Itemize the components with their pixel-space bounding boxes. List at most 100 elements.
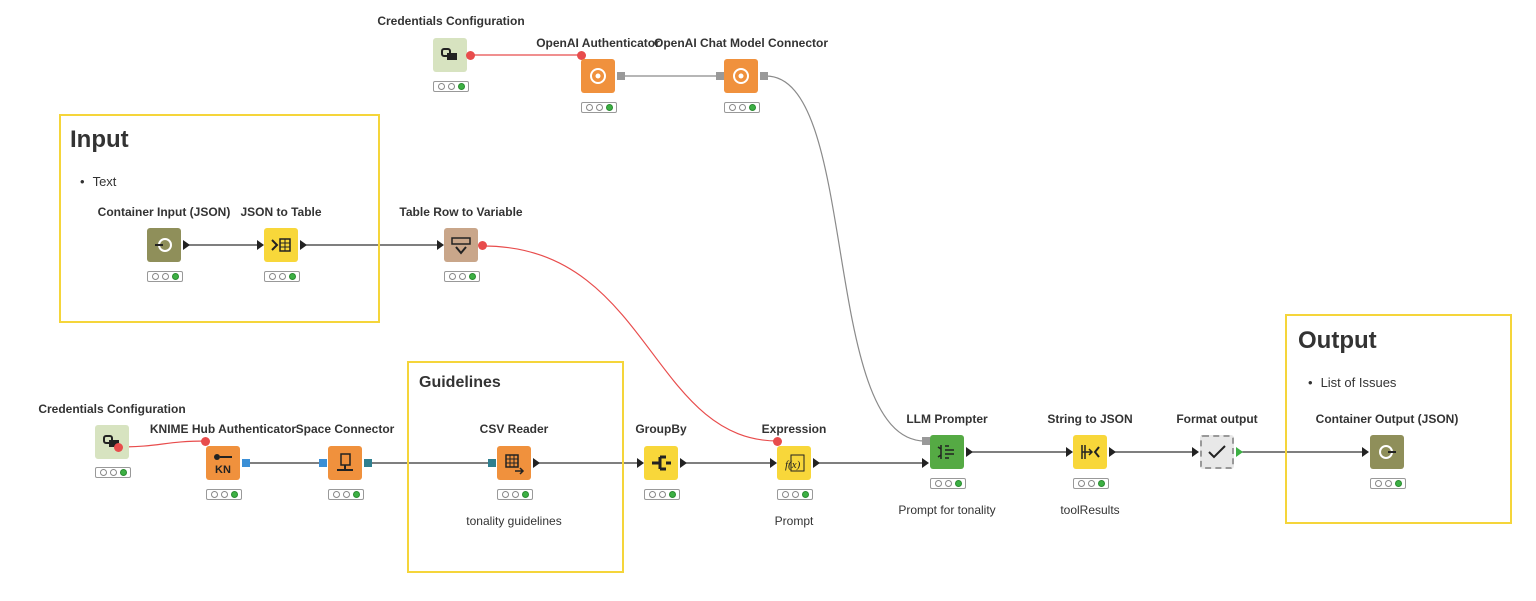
node-label-container-input: Container Input (JSON) [97,205,231,219]
expression-input-port[interactable] [770,458,777,468]
string-to-json-output-port[interactable] [1109,447,1116,457]
knime-hub-auth-input-port[interactable] [201,437,210,446]
groupby-icon [652,455,671,471]
node-container-output[interactable] [1370,435,1404,469]
node-format-output[interactable] [1200,435,1234,469]
guidelines-annotation[interactable] [407,361,624,573]
output-annotation-title: Output [1298,327,1377,354]
row-variable-icon [451,237,471,255]
row-to-var-output-port[interactable] [478,241,487,250]
groupby-output-port[interactable] [680,458,687,468]
container-input-icon [155,238,172,252]
llm-prompter-icon [937,445,954,459]
node-table-row-to-variable[interactable] [444,228,478,262]
space-connector-output-port[interactable] [364,459,372,467]
llm-prompter-output-port[interactable] [966,447,973,457]
node-label-table-row-to-variable: Table Row to Variable [399,205,523,219]
input-annotation[interactable] [59,114,380,323]
node-status-table-row-to-variable [444,271,480,282]
json-to-table-input-port[interactable] [257,240,264,250]
output-annotation-bullet: List of Issues [1308,375,1397,390]
container-input-output-port[interactable] [183,240,190,250]
node-label-space-connector: Space Connector [295,422,395,436]
node-knime-hub-authenticator[interactable]: KN [206,446,240,480]
node-status-groupby [644,489,680,500]
node-space-connector[interactable] [328,446,362,480]
node-string-to-json[interactable] [1073,435,1107,469]
node-credentials-bottom[interactable] [95,425,129,459]
node-caption-llm-prompter: Prompt for tonality [898,503,996,517]
openai-chat-output-port[interactable] [760,72,768,80]
node-label-json-to-table: JSON to Table [240,205,322,219]
node-container-input[interactable] [147,228,181,262]
input-annotation-bullet: Text [80,174,117,189]
json-to-table-output-port[interactable] [300,240,307,250]
node-caption-string-to-json: toolResults [1060,503,1120,517]
llm-prompter-input-port[interactable] [922,458,929,468]
svg-text:f(x): f(x) [785,459,801,471]
node-label-credentials-bottom: Credentials Configuration [38,402,186,416]
connection-cred-to-hub-auth[interactable] [117,440,207,448]
node-status-knime-hub-authenticator [206,489,242,500]
format-output-input-port[interactable] [1192,447,1199,457]
node-label-expression: Expression [761,422,827,436]
container-output-input-port[interactable] [1362,447,1369,457]
csv-reader-input-port[interactable] [488,459,496,467]
node-label-credentials-top: Credentials Configuration [377,14,525,28]
guidelines-annotation-title: Guidelines [419,374,501,391]
string-to-json-input-port[interactable] [1066,447,1073,457]
node-status-openai-authenticator [581,102,617,113]
node-credentials-top[interactable] [433,38,467,72]
openai-icon [590,68,606,84]
csv-reader-output-port[interactable] [533,458,540,468]
csv-reader-icon [505,454,525,475]
node-expression[interactable]: f(x) [777,446,811,480]
node-groupby[interactable] [644,446,678,480]
format-output-output-port[interactable] [1236,447,1243,457]
node-status-openai-chat [724,102,760,113]
space-connector-input-port[interactable] [319,459,327,467]
node-label-format-output: Format output [1176,412,1258,426]
knime-hub-icon: KN [214,454,232,476]
node-llm-prompter[interactable] [930,435,964,469]
node-label-container-output: Container Output (JSON) [1315,412,1459,426]
node-label-openai-authenticator: OpenAI Authenticator [536,36,660,50]
groupby-input-port[interactable] [637,458,644,468]
openai-auth-input-port[interactable] [577,51,586,60]
node-status-json-to-table [264,271,300,282]
container-output-icon [1379,445,1396,459]
node-caption-expression: Prompt [774,514,814,528]
credentials-bottom-output-port[interactable] [114,443,123,452]
node-openai-authenticator[interactable] [581,59,615,93]
node-status-space-connector [328,489,364,500]
node-caption-csv-reader: tonality guidelines [466,514,562,528]
node-status-credentials-top [433,81,469,92]
node-label-knime-hub-authenticator: KNIME Hub Authenticator [149,422,297,436]
connection-chat-to-llm[interactable] [765,75,926,442]
knime-hub-auth-output-port[interactable] [242,459,250,467]
checkmark-icon [1208,445,1226,459]
output-annotation[interactable] [1285,314,1512,524]
llm-prompter-model-port[interactable] [922,437,930,445]
node-status-llm-prompter [930,478,966,489]
row-to-var-input-port[interactable] [437,240,444,250]
expression-variable-port[interactable] [773,437,782,446]
node-label-csv-reader: CSV Reader [479,422,549,436]
node-openai-chat-model-connector[interactable] [724,59,758,93]
node-status-container-output [1370,478,1406,489]
credentials-top-output-port[interactable] [466,51,475,60]
node-label-groupby: GroupBy [635,422,687,436]
node-status-csv-reader [497,489,533,500]
expression-output-port[interactable] [813,458,820,468]
node-label-openai-chat: OpenAI Chat Model Connector [654,36,828,50]
credentials-icon [441,48,457,60]
openai-chat-input-port[interactable] [716,72,724,80]
node-json-to-table[interactable] [264,228,298,262]
json-table-icon [271,238,291,252]
credentials-icon [103,435,119,447]
openai-auth-output-port[interactable] [617,72,625,80]
node-status-string-to-json [1073,478,1109,489]
connection-rowvar-to-expression[interactable] [482,245,779,442]
node-csv-reader[interactable] [497,446,531,480]
